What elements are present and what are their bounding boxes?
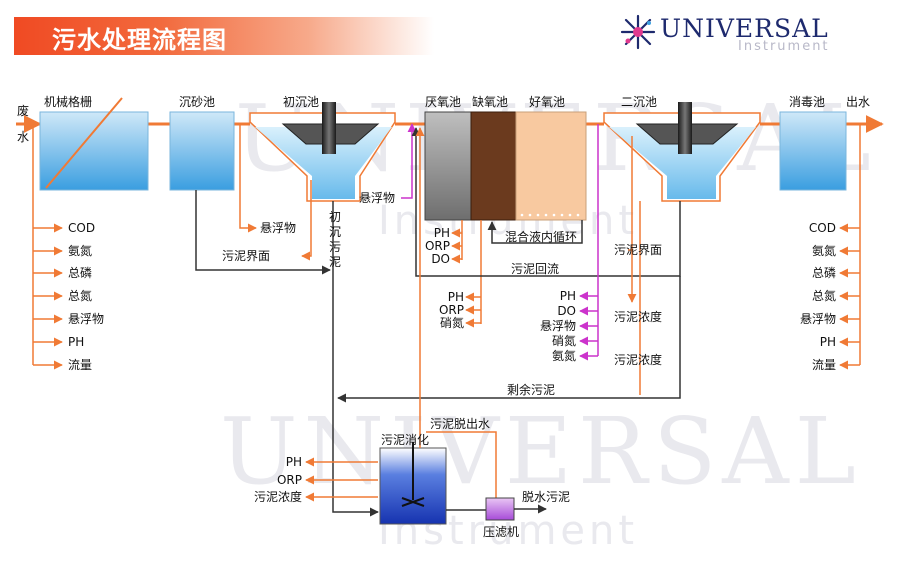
anoxic-param: PH [447,290,464,304]
sludge-digestion-tank [379,442,447,525]
ss-bio-line [401,123,417,199]
excess-sludge-line [337,276,681,403]
digestion-param: ORP [276,473,302,487]
outlet-param: 悬浮物 [799,312,836,326]
inlet-param: 总氮 [68,289,93,303]
grit-label: 沉砂池 [179,95,216,109]
bio-tanks [424,111,587,221]
outlet-sensor-lines [839,124,861,370]
outlet-param: 氨氮 [811,244,836,258]
inlet-param: COD [68,221,96,235]
aerobic-measure-lines [579,124,599,361]
primary-clarifier [249,102,396,202]
aerobic-label: 好氧池 [529,95,566,109]
sludge-return-label: 污泥回流 [511,262,560,276]
primary-label: 初沉池 [283,95,320,109]
secondary-blanket-label: 污泥界面 [614,243,663,257]
primary-ss-label: 悬浮物 [260,221,297,235]
sludge-return-line [411,127,681,277]
press-label: 压滤机 [483,525,520,539]
filter-press [485,497,515,521]
secondary-label: 二沉池 [621,95,658,109]
grille-label: 机械格栅 [44,95,93,109]
grit-chamber [169,111,235,191]
anaerobic-param: PH [433,226,450,240]
aerobic-param: 氨氮 [551,349,576,363]
anoxic-param: ORP [438,303,464,317]
primary-sludge-line [332,201,379,517]
inlet-param: 总磷 [68,266,93,280]
title-banner [14,17,434,55]
anaerobic-label: 厌氧池 [425,95,462,109]
page-title: 污水处理流程图 [52,26,227,54]
anaerobic-param: DO [431,252,450,266]
inlet-param: 氨氮 [68,244,93,258]
disinfection-label: 消毒池 [789,95,826,109]
outlet-param: 流量 [811,358,836,372]
inlet-label-2: 水 [17,130,30,144]
outlet-param: 总磷 [811,266,836,280]
inlet-param: 流量 [68,358,93,372]
outlet-param: PH [819,335,836,349]
grit-sludge-line [195,190,331,275]
anoxic-measure-lines [465,220,482,328]
secondary-measure-lines [627,136,641,395]
digestion-label: 污泥消化 [381,433,430,447]
dewatered-sludge-label: 脱水污泥 [522,490,571,504]
primary-sludge-label: 初沉污泥 [328,210,341,269]
secondary-clarifier [603,102,761,202]
anoxic-param: 硝氮 [439,316,464,330]
excess-sludge-label: 剩余污泥 [507,383,556,397]
watermark-name: UNIVERSAL [220,398,862,505]
logo-name: UNIVERSAL [660,14,829,43]
anaerobic-measure-lines [451,220,463,264]
anaerobic-param: ORP [424,239,450,253]
internal-recycle-line [487,220,583,244]
grille-tank [39,97,149,191]
secondary-conc-label: 污泥浓度 [614,353,663,367]
inlet-sensor-lines [32,124,63,370]
inlet-param: 悬浮物 [68,312,105,326]
dewater-return-line [426,431,497,498]
anoxic-label: 缺氧池 [472,95,509,109]
internal-recycle-label: 混合液内循环 [505,230,578,244]
primary-blanket-label: 污泥界面 [222,249,271,263]
secondary-conc-label: 污泥浓度 [614,310,663,324]
logo-star-icon [620,14,656,50]
outlet-param: 总氮 [811,289,836,303]
digestion-measure-lines [305,457,378,502]
inlet-label-1: 废 [17,104,30,118]
digestion-param: 污泥浓度 [253,490,302,504]
aerobic-param: 硝氮 [551,334,576,348]
dewater-water-label: 污泥脱出水 [430,417,491,431]
outlet-label: 出水 [846,95,871,109]
outlet-param: COD [808,221,836,235]
ss-bio-label: 悬浮物 [359,191,396,205]
digestion-param: PH [285,455,302,469]
inlet-param: PH [68,335,85,349]
aerobic-param: PH [559,289,576,303]
logo-subtitle: Instrument [738,39,830,54]
disinfection-tank [779,111,847,191]
primary-measure-lines [239,124,312,261]
aerobic-param: 悬浮物 [539,319,576,333]
aerobic-param: DO [557,304,576,318]
